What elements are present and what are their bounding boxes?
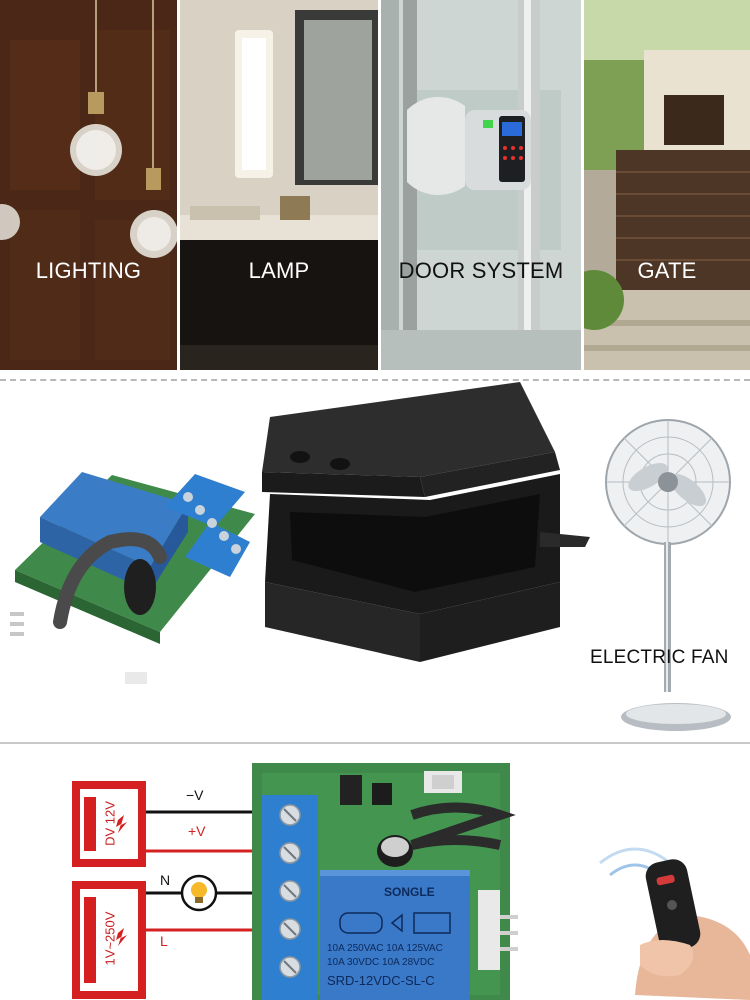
black-enclosure-case xyxy=(262,382,590,662)
product-illustration xyxy=(10,382,731,731)
door-system-photo: DOOR SYSTEM xyxy=(381,0,581,370)
plus-v-label: +V xyxy=(188,823,206,839)
light-bulb-icon xyxy=(180,874,218,912)
electric-fan-label: ELECTRIC FAN xyxy=(590,647,729,668)
live-label: L xyxy=(160,933,168,949)
songle-relay xyxy=(320,870,470,1000)
ac-supply-box xyxy=(72,881,146,999)
electric-fan xyxy=(605,419,731,731)
ac-supply-label: 1V~250V xyxy=(102,911,118,966)
relay-brand: SONGLE xyxy=(384,885,435,899)
gate-scene xyxy=(584,0,750,370)
relay-rating-line-2: 10A 30VDC 10A 28VDC xyxy=(327,957,435,968)
lighting-scene xyxy=(0,0,177,370)
lamp-scene xyxy=(180,0,378,370)
wiring-diagram: −V +V N L DV 12V 1V~250V SONGLE 10A 250V… xyxy=(0,745,750,1000)
neutral-label: N xyxy=(160,872,171,888)
section-divider-solid xyxy=(0,742,750,744)
product-showcase xyxy=(0,382,750,740)
lighting-photo: LIGHTING xyxy=(0,0,177,370)
wiring-diagram-graphic xyxy=(72,763,750,1000)
dc-supply-label: DV 12V xyxy=(102,801,118,846)
relay-module-board xyxy=(10,472,255,684)
lamp-photo: LAMP xyxy=(180,0,378,370)
door-system-label: DOOR SYSTEM xyxy=(398,258,564,283)
remote-control-in-hand xyxy=(599,847,750,1000)
lighting-label: LIGHTING xyxy=(35,258,142,283)
door-scene xyxy=(381,0,581,370)
lamp-label: LAMP xyxy=(248,258,310,283)
relay-model: SRD-12VDC-SL-C xyxy=(327,973,435,988)
gate-photo: GATE xyxy=(584,0,750,370)
dc-supply-box xyxy=(72,781,146,867)
gate-label: GATE xyxy=(637,258,697,283)
application-photo-strip: LIGHTING LAMP xyxy=(0,0,750,370)
relay-rating-line-1: 10A 250VAC 10A 125VAC xyxy=(327,943,443,954)
terminal-block xyxy=(262,795,318,1000)
section-divider-dashed xyxy=(0,379,750,381)
minus-v-label: −V xyxy=(186,787,204,803)
